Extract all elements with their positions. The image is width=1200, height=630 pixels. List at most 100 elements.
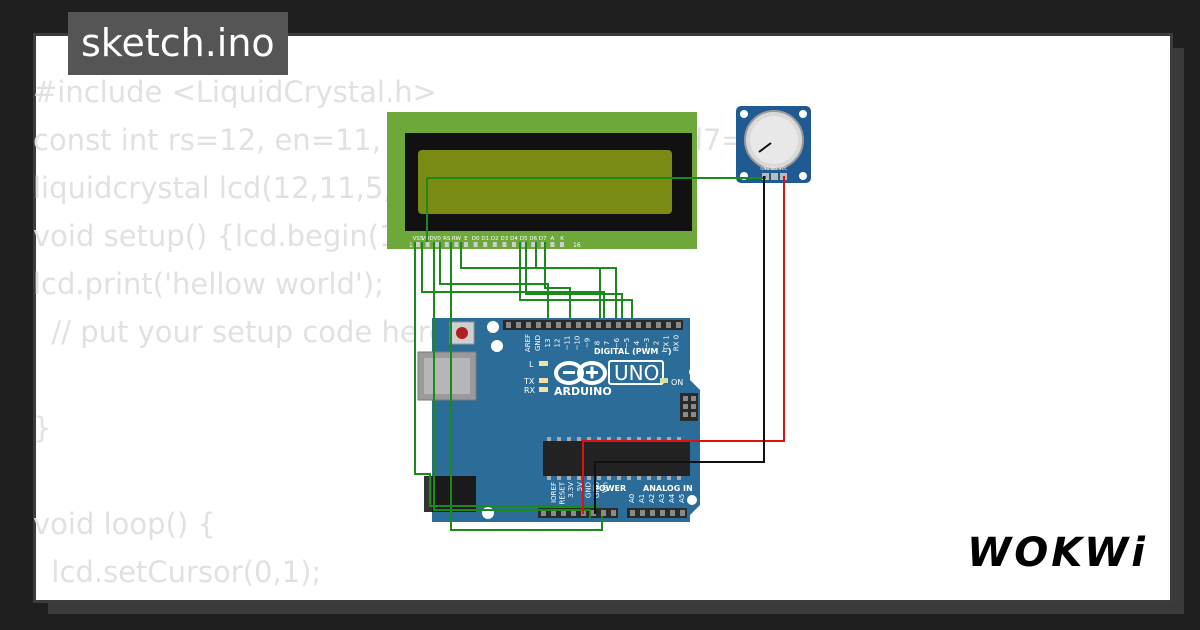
lcd-pin[interactable]	[521, 242, 526, 247]
lcd-pin[interactable]	[502, 242, 507, 247]
header-pin[interactable]	[536, 322, 541, 328]
header-pin[interactable]	[566, 322, 571, 328]
chip-pin	[587, 437, 591, 441]
header-pin[interactable]	[526, 322, 531, 328]
digital-pin-label: TX 1	[663, 335, 671, 352]
header-pin[interactable]	[640, 510, 645, 516]
header-pin[interactable]	[670, 510, 675, 516]
header-pin[interactable]	[576, 322, 581, 328]
wire-black[interactable]	[594, 176, 765, 514]
lcd-pin[interactable]	[425, 242, 430, 247]
header-pin[interactable]	[606, 322, 611, 328]
lcd-pin[interactable]	[483, 242, 488, 247]
header-pin[interactable]	[596, 322, 601, 328]
chip-pin	[607, 476, 611, 480]
icsp-pin[interactable]	[683, 412, 688, 417]
lcd-pin[interactable]	[531, 242, 536, 247]
power-pin-label: RESET	[559, 481, 567, 504]
wire-green[interactable]	[414, 242, 600, 507]
header-pin[interactable]	[506, 322, 511, 328]
header-pin[interactable]	[546, 322, 551, 328]
wire-green[interactable]	[460, 242, 617, 318]
digital-pin-label: 13	[544, 339, 552, 348]
icsp-pin[interactable]	[691, 404, 696, 409]
wire-green[interactable]	[535, 242, 601, 318]
digital-pin-label: 8	[593, 341, 601, 345]
icsp-pin[interactable]	[691, 412, 696, 417]
wire-green[interactable]	[433, 242, 591, 518]
lcd-pin[interactable]	[464, 242, 468, 247]
header-pin[interactable]	[660, 510, 665, 516]
header-pin[interactable]	[636, 322, 641, 328]
lcd-pin-first: 1	[409, 242, 413, 249]
header-pin[interactable]	[666, 322, 671, 328]
lcd-pin-last: 16	[573, 242, 581, 249]
indicator-rx: RX	[524, 386, 536, 395]
lcd-pin[interactable]	[560, 242, 564, 247]
header-pin[interactable]	[591, 510, 596, 516]
lcd-pin-label: D4	[510, 236, 518, 242]
wire-green[interactable]	[519, 242, 633, 318]
digital-pin-label: 2	[653, 341, 661, 345]
header-pin[interactable]	[601, 510, 606, 516]
header-pin[interactable]	[561, 510, 566, 516]
chip-pin	[627, 437, 631, 441]
header-pin[interactable]	[646, 322, 651, 328]
wire-green[interactable]	[525, 242, 623, 318]
icsp-pin[interactable]	[691, 396, 696, 401]
chip-pin	[677, 437, 681, 441]
wire-green[interactable]	[544, 242, 571, 318]
header-pin[interactable]	[541, 510, 546, 516]
lcd-pin-label: RS	[443, 236, 451, 242]
header-pin[interactable]	[516, 322, 521, 328]
header-pin[interactable]	[676, 322, 681, 328]
wire-green[interactable]	[421, 242, 605, 318]
header-pin[interactable]	[556, 322, 561, 328]
header-pin[interactable]	[586, 322, 591, 328]
lcd-pin[interactable]	[492, 242, 497, 247]
lcd-pin[interactable]	[512, 242, 516, 247]
analog-pin-label: A2	[648, 494, 656, 503]
lcd-pin[interactable]	[454, 242, 459, 247]
wire-green[interactable]	[450, 242, 603, 531]
header-pin[interactable]	[551, 510, 556, 516]
digital-pin-label: AREF	[524, 334, 532, 352]
lcd-pin[interactable]	[540, 242, 545, 247]
header-pin[interactable]	[571, 510, 576, 516]
arduino-uno[interactable]: UNO ARDUINO DIGITAL (PWM ~) ON L TX RX P…	[417, 318, 700, 522]
file-tab[interactable]: sketch.ino	[68, 12, 288, 75]
header-pin[interactable]	[611, 510, 616, 516]
header-pin[interactable]	[616, 322, 621, 328]
digital-pin-label: ~10	[574, 336, 582, 351]
lcd-pin[interactable]	[416, 242, 420, 247]
wire-green[interactable]	[439, 242, 549, 318]
header-pin[interactable]	[650, 510, 655, 516]
uno-label: UNO	[614, 361, 659, 385]
header-pin[interactable]	[656, 322, 661, 328]
digital-pin-label: RX 0	[673, 335, 681, 351]
wire-red[interactable]	[582, 176, 785, 514]
digital-header-strip	[503, 320, 683, 330]
lcd-pin[interactable]	[473, 242, 478, 247]
power-pin-label: IOREF	[550, 482, 558, 503]
chip-pin	[657, 437, 661, 441]
header-pin[interactable]	[626, 322, 631, 328]
chip-pin	[617, 476, 621, 480]
mounting-hole	[482, 507, 494, 519]
lcd-pin[interactable]	[444, 242, 449, 247]
chip-pin	[597, 476, 601, 480]
chip-pin	[567, 437, 571, 441]
header-pin[interactable]	[630, 510, 635, 516]
lcd-pin[interactable]	[550, 242, 555, 247]
reset-button-cap[interactable]	[456, 327, 468, 339]
icsp-pin[interactable]	[683, 396, 688, 401]
header-pin[interactable]	[680, 510, 685, 516]
power-pin-label: Vin	[602, 482, 610, 493]
pot-knob[interactable]	[750, 116, 798, 164]
digital-header-label: DIGITAL (PWM ~)	[594, 347, 672, 356]
lcd-pin[interactable]	[435, 242, 440, 247]
icsp-pin[interactable]	[683, 404, 688, 409]
digital-pin-label: ~5	[623, 338, 631, 348]
